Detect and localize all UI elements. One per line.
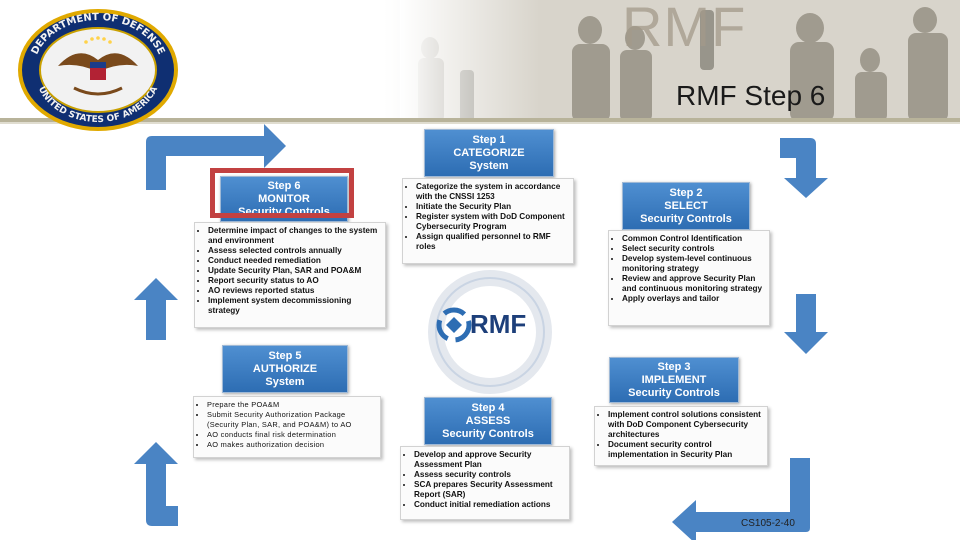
rmf-center-logo: [436, 307, 472, 343]
step-6-bullet: Determine impact of changes to the syste…: [208, 226, 381, 246]
step-2-name: SELECT: [664, 199, 708, 212]
step-4-bullet: Conduct initial remediation actions: [414, 500, 565, 510]
step-4-details: Develop and approve Security Assessment …: [400, 446, 570, 520]
step-1-details: Categorize the system in accordance with…: [402, 178, 574, 264]
step-4-box: Step 4 ASSESS Security Controls: [424, 397, 552, 445]
step-4-bullet: Assess security controls: [414, 470, 565, 480]
step-4-subject: Security Controls: [442, 427, 534, 440]
step-5-bullet: AO makes authorization decision: [207, 440, 376, 450]
step-3-number: Step 3: [657, 360, 691, 373]
rmf-center-label: RMF: [470, 309, 527, 339]
step-2-details: Common Control Identification Select sec…: [608, 230, 770, 326]
step-3-box: Step 3 IMPLEMENT Security Controls: [609, 357, 739, 403]
step-1-subject: System: [469, 159, 509, 172]
step-5-subject: System: [265, 375, 305, 388]
step-5-number: Step 5: [268, 349, 302, 362]
step-3-subject: Security Controls: [628, 386, 720, 399]
cycle-arrow-top-right: [780, 138, 828, 198]
step-3-bullet: Implement control solutions consistent w…: [608, 410, 763, 440]
step-2-bullet: Develop system-level continuous monitori…: [622, 254, 765, 274]
step-5-details: Prepare the POA&M Submit Security Author…: [193, 396, 381, 458]
step-4-bullet: Develop and approve Security Assessment …: [414, 450, 565, 470]
step-5-bullet: Prepare the POA&M: [207, 400, 376, 410]
step-2-bullet: Review and approve Security Plan and con…: [622, 274, 765, 294]
cycle-arrow-bottom-left: [134, 442, 178, 526]
step-2-bullet: Common Control Identification: [622, 234, 765, 244]
step-6-bullet: Implement system decommissioning strateg…: [208, 296, 381, 316]
step-4-number: Step 4: [471, 401, 505, 414]
step-6-bullet: Conduct needed remediation: [208, 256, 381, 266]
step-6-bullet: Update Security Plan, SAR and POA&M: [208, 266, 381, 276]
step-5-box: Step 5 AUTHORIZE System: [222, 345, 348, 393]
step-1-bullet: Initiate the Security Plan: [416, 202, 569, 212]
soldiers-banner-image: [400, 0, 960, 122]
step-1-bullet: Assign qualified personnel to RMF roles: [416, 232, 569, 252]
rmf-watermark: RMF: [622, 0, 747, 58]
step-6-name: MONITOR: [258, 192, 310, 205]
dod-seal-logo: DEPARTMENT OF DEFENSE UNITED STATES OF A…: [18, 9, 178, 131]
step-6-details: Determine impact of changes to the syste…: [194, 222, 386, 328]
header-rule-light: [0, 122, 960, 124]
step-5-name: AUTHORIZE: [252, 362, 318, 375]
step-1-name: CATEGORIZE: [453, 146, 525, 159]
step-2-bullet: Select security controls: [622, 244, 765, 254]
cycle-arrow-left: [134, 278, 178, 340]
step-6-number: Step 6: [267, 179, 301, 192]
step-5-bullet: Submit Security Authorization Package (S…: [207, 410, 376, 430]
step-1-bullet: Categorize the system in accordance with…: [416, 182, 569, 202]
slide-title: RMF Step 6: [676, 80, 826, 111]
step-3-details: Implement control solutions consistent w…: [594, 406, 768, 466]
step-1-box: Step 1 CATEGORIZE System: [424, 129, 554, 177]
step-1-bullet: Register system with DoD Component Cyber…: [416, 212, 569, 232]
step-5-bullet: AO conducts final risk determination: [207, 430, 376, 440]
step-3-name: IMPLEMENT: [641, 373, 707, 386]
step-2-number: Step 2: [669, 186, 703, 199]
step-6-bullet: Assess selected controls annually: [208, 246, 381, 256]
slide-footer-code: CS105-2-40: [741, 518, 795, 529]
step-4-name: ASSESS: [465, 414, 511, 427]
step-4-bullet: SCA prepares Security Assessment Report …: [414, 480, 565, 500]
step-1-number: Step 1: [472, 133, 506, 146]
step-3-bullet: Document security control implementation…: [608, 440, 763, 460]
header-rule: [0, 118, 960, 122]
step-6-highlight-frame: [210, 168, 354, 218]
step-2-subject: Security Controls: [640, 212, 732, 225]
step-2-bullet: Apply overlays and tailor: [622, 294, 765, 304]
cycle-arrow-right: [784, 294, 828, 354]
step-2-box: Step 2 SELECT Security Controls: [622, 182, 750, 230]
step-6-bullet: AO reviews reported status: [208, 286, 381, 296]
step-6-bullet: Report security status to AO: [208, 276, 381, 286]
